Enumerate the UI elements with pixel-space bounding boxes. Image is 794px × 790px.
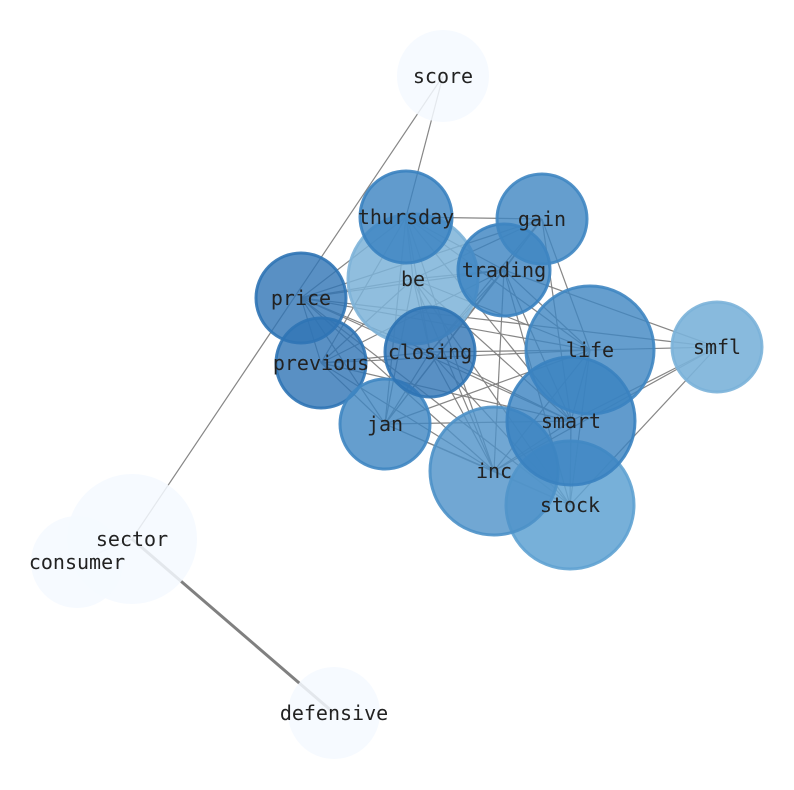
node-label-jan: jan [367, 412, 403, 436]
node-thursday[interactable] [358, 169, 454, 265]
node-label-stock: stock [540, 493, 600, 517]
node-smart[interactable] [505, 355, 637, 487]
node-closing[interactable] [383, 305, 477, 399]
node-score[interactable] [397, 30, 489, 122]
node-label-gain: gain [518, 207, 566, 231]
node-label-sector: sector [96, 527, 168, 551]
node-label-defensive: defensive [280, 701, 388, 725]
node-gain[interactable] [495, 172, 589, 266]
node-label-life: life [566, 338, 614, 362]
node-smfl[interactable] [670, 300, 764, 394]
node-label-price: price [271, 286, 331, 310]
node-label-inc: inc [476, 459, 512, 483]
node-label-closing: closing [388, 340, 472, 364]
node-jan[interactable] [338, 377, 432, 471]
node-label-be: be [401, 267, 425, 291]
node-label-previous: previous [273, 351, 369, 375]
nodes-layer: score thursday gain be trading price smfl life c… [29, 30, 764, 759]
node-defensive[interactable] [288, 667, 380, 759]
node-label-consumer: consumer [29, 550, 125, 574]
node-consumer[interactable] [31, 516, 123, 608]
node-label-smart: smart [541, 409, 601, 433]
node-label-trading: trading [462, 258, 546, 282]
node-label-smfl: smfl [693, 335, 741, 359]
node-label-score: score [413, 64, 473, 88]
node-label-thursday: thursday [358, 205, 454, 229]
node-previous[interactable] [274, 316, 368, 410]
